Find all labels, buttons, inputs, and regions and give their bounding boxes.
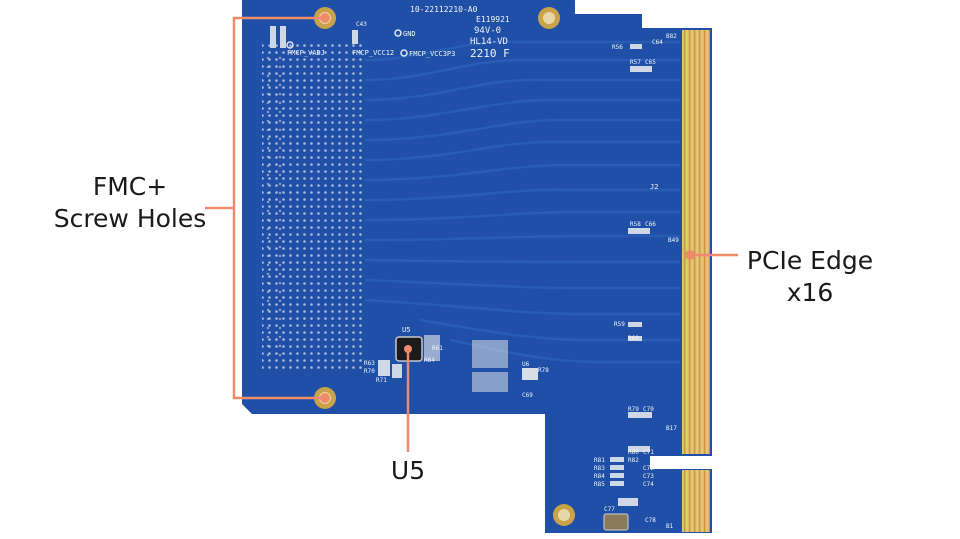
silk-r83: R83 bbox=[594, 465, 605, 472]
silk-c77: C77 bbox=[604, 506, 615, 513]
u6-chip bbox=[522, 368, 538, 380]
silk-c74: C74 bbox=[643, 481, 654, 488]
silk-r61: R61 bbox=[432, 345, 443, 352]
pcie-edge-label: PCIe Edge x16 bbox=[740, 245, 880, 309]
silk-r63: R63 bbox=[364, 360, 375, 367]
routed-traces bbox=[364, 40, 680, 364]
pcie-label-line1: PCIe Edge bbox=[746, 246, 874, 275]
silk-r58: R58 bbox=[630, 221, 641, 228]
mounting-hole-top-right bbox=[538, 7, 560, 29]
silk-r81: R81 bbox=[594, 457, 605, 464]
silk-c73: C73 bbox=[643, 473, 654, 480]
test-points bbox=[286, 29, 408, 57]
silk-b49: B49 bbox=[668, 237, 679, 244]
silk-r84: R84 bbox=[594, 473, 605, 480]
silk-b17: B17 bbox=[666, 425, 677, 432]
silk-model: HL14-VD bbox=[470, 37, 508, 47]
silk-fmcp-vcc12: FMCP_VCC12 bbox=[352, 49, 394, 57]
silk-c71: C71 bbox=[643, 449, 654, 456]
silk-r78: R78 bbox=[538, 367, 549, 374]
smd-pads bbox=[270, 26, 652, 506]
silk-gnd: GND bbox=[403, 30, 416, 38]
silk-r80: R80 bbox=[628, 449, 639, 456]
silk-r79: R79 bbox=[628, 406, 639, 413]
fmc-screw-holes-label: FMC+ Screw Holes bbox=[40, 171, 220, 235]
via-field-mid bbox=[258, 50, 288, 360]
silk-u5: U5 bbox=[402, 326, 410, 334]
fmc-label-line1: FMC+ bbox=[92, 172, 168, 201]
silk-r70: R70 bbox=[364, 368, 375, 375]
silk-c66: C66 bbox=[645, 221, 656, 228]
silk-r59: R59 bbox=[614, 321, 625, 328]
silk-b82: B82 bbox=[666, 33, 677, 40]
silk-b1: B1 bbox=[666, 523, 674, 530]
gold-fingers-upper bbox=[682, 30, 710, 454]
silk-part-number: 10-22112210-A0 bbox=[410, 5, 478, 14]
silk-lot: E119921 bbox=[476, 15, 510, 24]
silk-c43: C43 bbox=[356, 21, 367, 28]
callout-lines bbox=[205, 16, 738, 452]
gold-fingers-lower bbox=[682, 470, 710, 532]
silk-r82: R82 bbox=[628, 457, 639, 464]
silk-r60: R60 bbox=[628, 335, 639, 342]
silk-u6: U6 bbox=[522, 361, 530, 368]
silk-rating: 94V-0 bbox=[474, 26, 501, 36]
capacitor-c77 bbox=[603, 513, 629, 531]
silk-fmcp-vadj: FMCP_VADJ bbox=[287, 49, 325, 57]
silk-r56: R56 bbox=[612, 44, 623, 51]
silk-fmcp-vcc3p3: FMCP_VCC3P3 bbox=[409, 50, 455, 58]
silk-r71: R71 bbox=[376, 377, 387, 384]
callout-dots bbox=[320, 13, 695, 403]
silk-c69: C69 bbox=[522, 392, 533, 399]
silk-r64: R64 bbox=[424, 357, 435, 364]
silk-c64: C64 bbox=[652, 39, 663, 46]
silk-j2: J2 bbox=[650, 183, 658, 191]
silk-c78: C78 bbox=[645, 517, 656, 524]
u5-label: U5 bbox=[390, 456, 426, 485]
pcie-notch bbox=[650, 456, 712, 469]
mounting-hole-bottom-right bbox=[553, 504, 575, 526]
silk-date-code: 2210 F bbox=[470, 47, 510, 60]
silk-c65: C65 bbox=[645, 59, 656, 66]
pcie-label-line2: x16 bbox=[786, 278, 834, 307]
silk-c72: C72 bbox=[643, 465, 654, 472]
silk-r85: R85 bbox=[594, 481, 605, 488]
silk-c70: C70 bbox=[643, 406, 654, 413]
fmc-label-line2: Screw Holes bbox=[53, 204, 207, 233]
silk-r57: R57 bbox=[630, 59, 641, 66]
